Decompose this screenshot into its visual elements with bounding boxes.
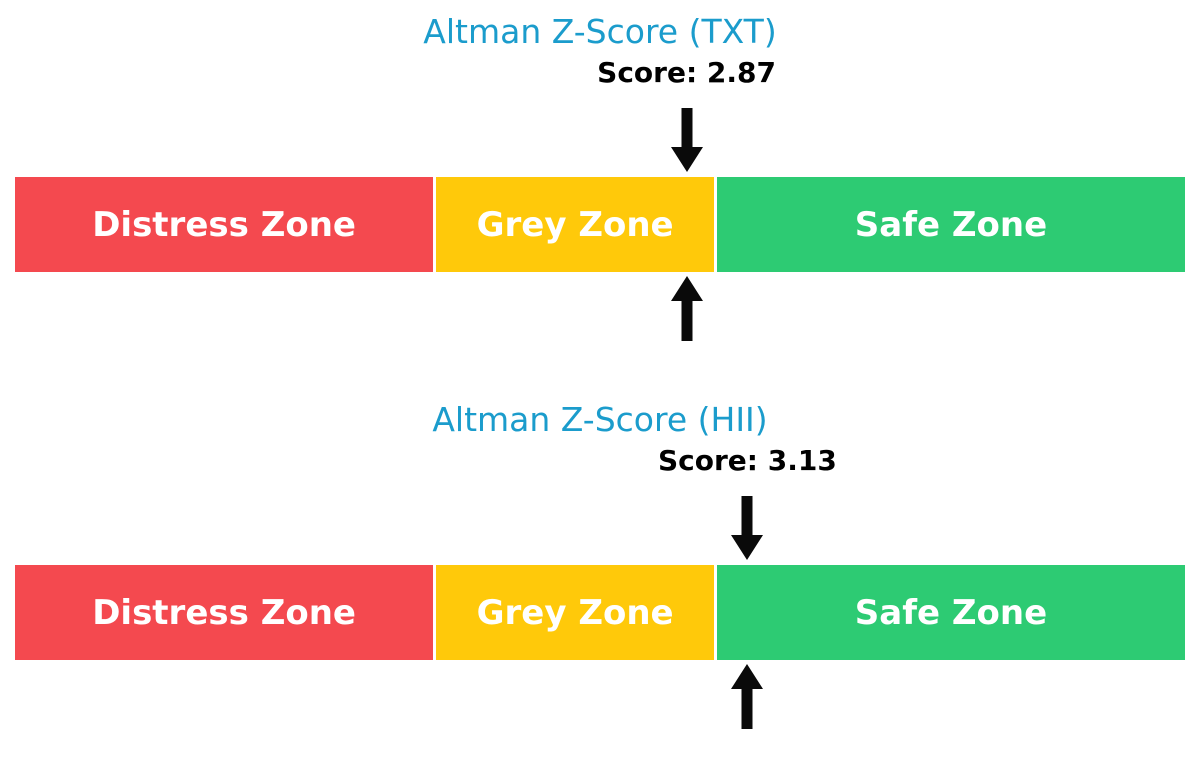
score-label: Score: 2.87 [597,56,776,89]
chart-title: Altman Z-Score (TXT) [423,12,777,51]
score-arrow-up-icon [670,276,703,341]
score-label: Score: 3.13 [657,444,837,477]
chart-title: Altman Z-Score (HII) [432,400,768,439]
zone-label: Safe Zone [854,204,1048,245]
zone-segment-grey-zone: Grey Zone [436,177,717,272]
zscore-chart-hii: Altman Z-Score (HII) Score: 3.13 Distres… [0,388,1200,774]
zone-label: Grey Zone [476,592,674,633]
score-arrow-down-icon [731,496,764,560]
score-arrow-down-icon [670,108,703,172]
zone-bar: Distress Zone Grey Zone Safe Zone [15,177,1185,272]
zone-bar: Distress Zone Grey Zone Safe Zone [15,565,1185,660]
zone-label: Grey Zone [476,204,674,245]
zone-segment-distress-zone: Distress Zone [15,177,437,272]
zone-segment-safe-zone: Safe Zone [716,177,1185,272]
zscore-chart-txt: Altman Z-Score (TXT) Score: 2.87 Distres… [15,12,1185,341]
zone-segment-safe-zone: Safe Zone [716,565,1185,660]
score-arrow-up-icon [731,664,764,729]
zone-label: Distress Zone [92,592,356,633]
zone-label: Safe Zone [854,592,1048,633]
zone-segment-distress-zone: Distress Zone [15,565,437,660]
zone-segment-grey-zone: Grey Zone [436,565,717,660]
zone-label: Distress Zone [92,204,356,245]
